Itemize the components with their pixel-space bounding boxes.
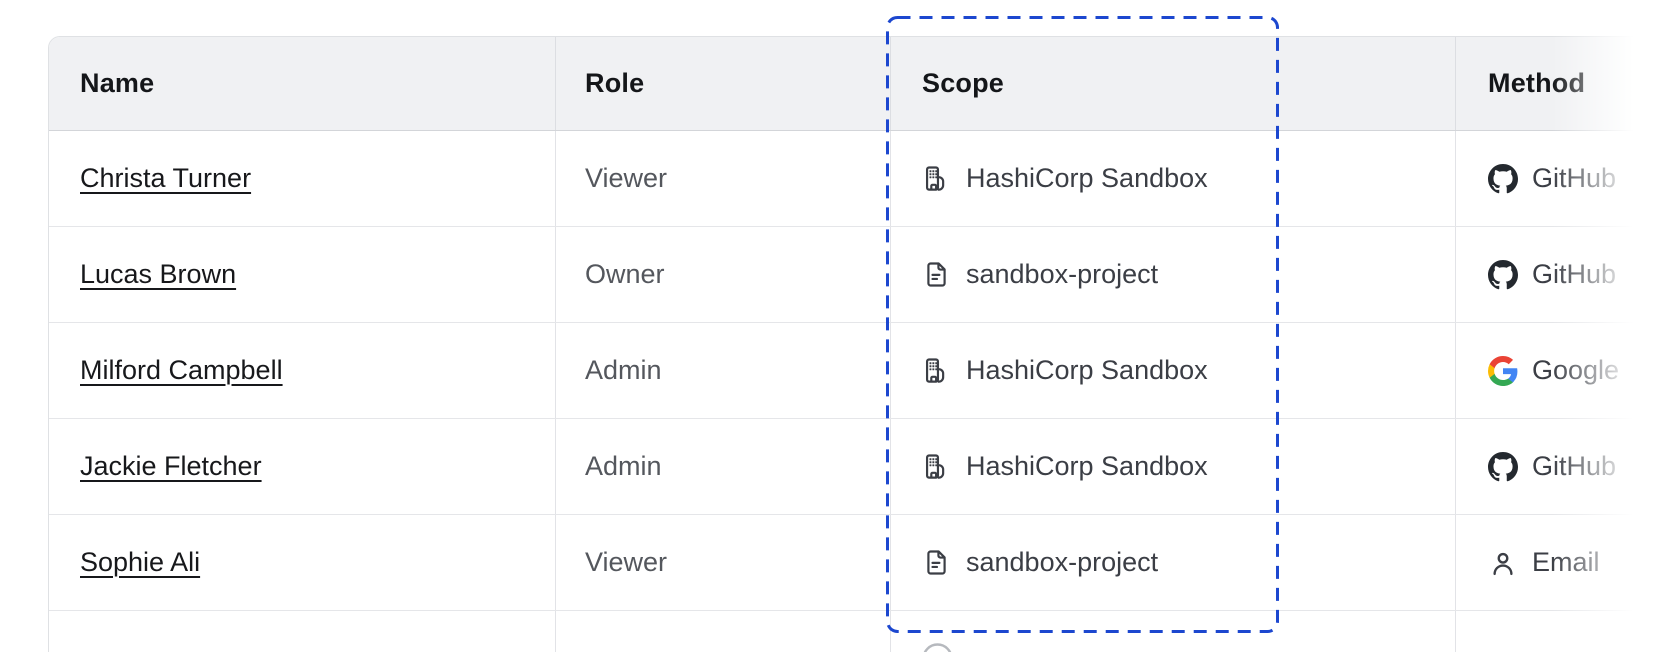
column-header-role: Role <box>555 37 890 130</box>
github-icon <box>1488 451 1518 482</box>
member-scope: HashiCorp Sandbox <box>966 451 1208 481</box>
table-header-row: Name Role Scope Method <box>49 37 1672 131</box>
column-header-method: Method <box>1455 37 1672 130</box>
table-row-partial <box>49 611 1672 652</box>
member-scope: HashiCorp Sandbox <box>966 163 1208 193</box>
member-auth-method: GitHub <box>1532 451 1617 481</box>
github-icon <box>1488 259 1518 290</box>
file-text-icon <box>922 260 951 289</box>
file-text-icon <box>922 548 951 577</box>
table-row: Milford Campbell Admin HashiCorp Sandbox <box>49 323 1672 419</box>
column-header-label: Role <box>585 68 645 98</box>
table-row: Lucas Brown Owner sandbox-project GitHub <box>49 227 1672 323</box>
org-building-icon <box>922 356 951 385</box>
column-header-label: Name <box>80 68 155 98</box>
table-body: Christa Turner Viewer HashiCorp Sandbox <box>49 131 1672 611</box>
member-role: Viewer <box>585 547 668 577</box>
member-name-link[interactable]: Lucas Brown <box>80 259 237 289</box>
table-row: Christa Turner Viewer HashiCorp Sandbox <box>49 131 1672 227</box>
column-header-label: Method <box>1488 68 1586 98</box>
member-auth-method: Email <box>1532 547 1600 577</box>
github-icon <box>1488 163 1518 194</box>
member-role: Owner <box>585 259 665 289</box>
member-name-link[interactable]: Milford Campbell <box>80 355 283 385</box>
table-row: Jackie Fletcher Admin HashiCorp Sandbox <box>49 419 1672 515</box>
member-role: Admin <box>585 355 662 385</box>
column-header-scope: Scope <box>890 37 1455 130</box>
member-role: Viewer <box>585 163 668 193</box>
member-name-link[interactable]: Sophie Ali <box>80 547 201 577</box>
member-auth-method: GitHub <box>1532 259 1617 289</box>
member-scope: sandbox-project <box>966 259 1159 289</box>
table-row: Sophie Ali Viewer sandbox-project Email <box>49 515 1672 611</box>
member-name-link[interactable]: Jackie Fletcher <box>80 451 262 481</box>
member-role: Admin <box>585 451 662 481</box>
member-scope: HashiCorp Sandbox <box>966 355 1208 385</box>
members-table: Name Role Scope Method Christa Turner Vi… <box>48 36 1672 652</box>
member-auth-method: Google <box>1532 355 1620 385</box>
org-building-icon <box>922 452 951 481</box>
column-header-name: Name <box>49 37 555 130</box>
google-icon <box>1488 355 1518 386</box>
column-header-label: Scope <box>922 68 1005 98</box>
member-scope: sandbox-project <box>966 547 1159 577</box>
person-icon <box>1488 548 1518 578</box>
member-name-link[interactable]: Christa Turner <box>80 163 252 193</box>
member-auth-method: GitHub <box>1532 163 1617 193</box>
org-building-icon <box>922 164 951 193</box>
